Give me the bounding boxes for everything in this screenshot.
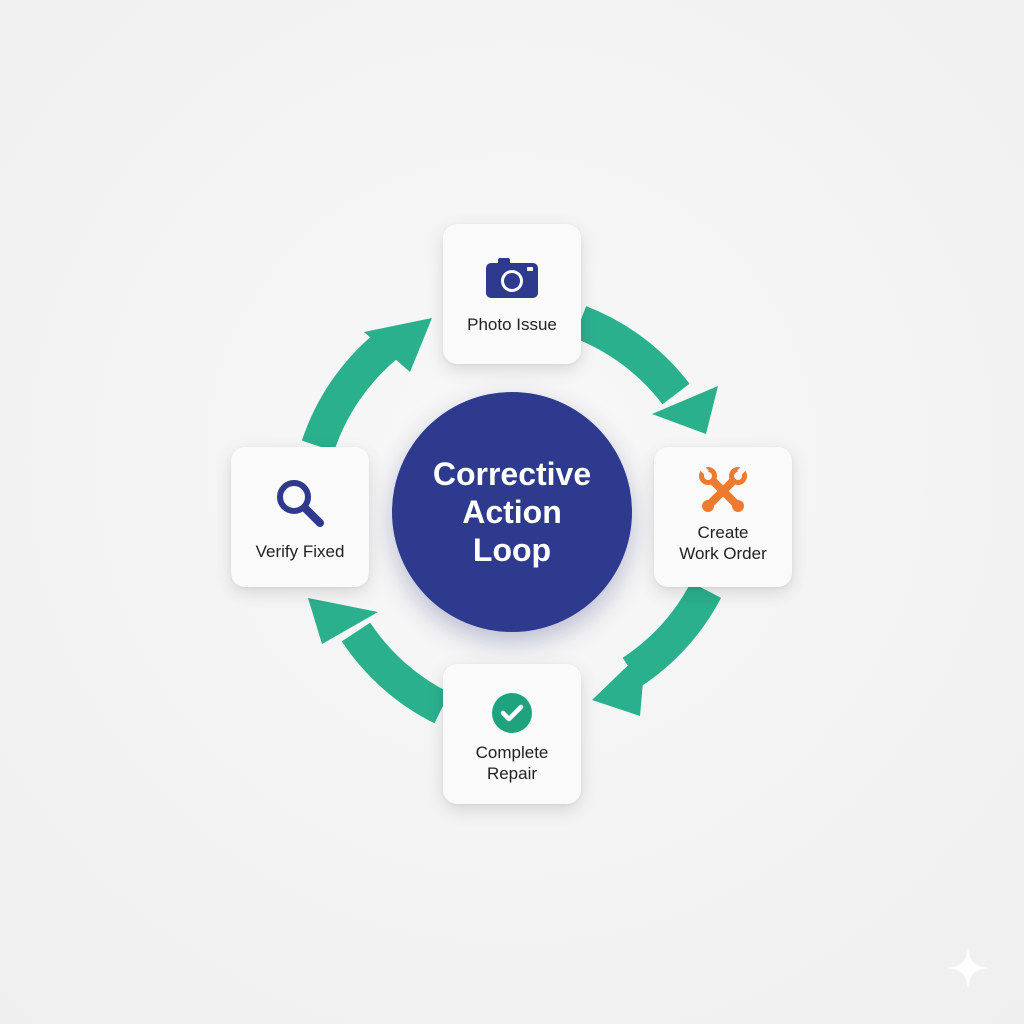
step-label: Verify Fixed: [255, 542, 345, 561]
step-card-verify-fixed: Verify Fixed: [231, 447, 369, 587]
arrowhead-workorder-to-repair: [592, 648, 646, 716]
arrow-verify-to-photo: [301, 332, 398, 452]
step-card-photo-issue: Photo Issue: [443, 224, 581, 364]
step-label: Create Work Order: [679, 523, 767, 563]
step-card-create-work-order: Create Work Order: [654, 447, 792, 587]
arrowhead-verify-to-photo: [364, 318, 432, 372]
magnifier-icon: [231, 477, 369, 529]
arrowhead-repair-to-verify: [308, 598, 378, 644]
camera-icon: [443, 256, 581, 300]
arrow-photo-to-workorder: [573, 306, 690, 405]
step-label: Complete Repair: [475, 743, 549, 783]
center-hub: Corrective Action Loop: [392, 392, 632, 632]
center-title: Corrective Action Loop: [432, 456, 592, 568]
step-label: Photo Issue: [467, 315, 557, 334]
arrow-repair-to-verify: [341, 622, 450, 724]
checkmark-circle-icon: [443, 692, 581, 734]
step-card-complete-repair: Complete Repair: [443, 664, 581, 804]
sparkle-icon: [948, 948, 988, 988]
wrench-screwdriver-icon: [654, 465, 792, 517]
arrowhead-photo-to-workorder: [652, 386, 718, 434]
